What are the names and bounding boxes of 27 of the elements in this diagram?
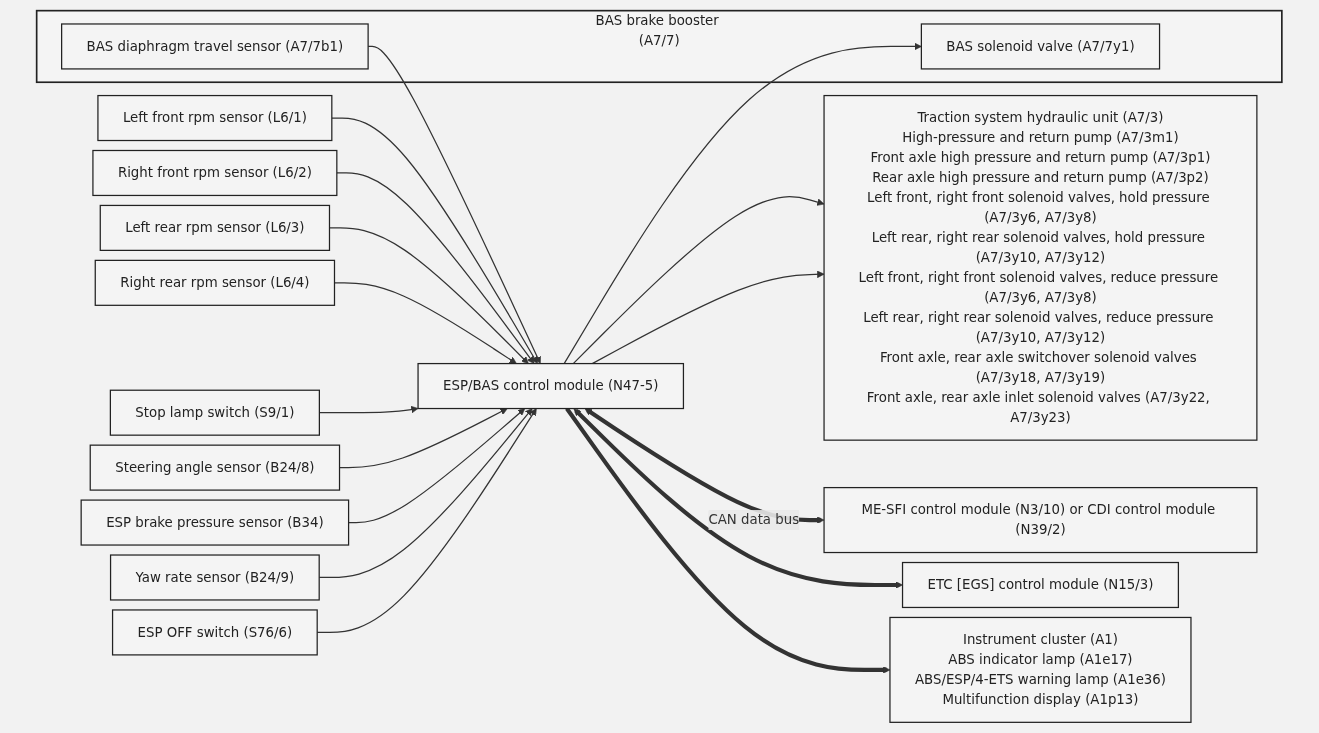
node-box: Right front rpm sensor (L6/2) <box>92 149 338 197</box>
arrow <box>331 117 539 364</box>
arrow <box>329 227 529 364</box>
node-box: ME-SFI control module (N3/10) or CDI control module (N39/2) <box>823 486 1258 554</box>
node-box: Steering angle sensor (B24/8) <box>89 444 341 491</box>
node-box: Yaw rate sensor (B24/9) <box>110 554 321 601</box>
node-box: ETC [EGS] control module (N15/3) <box>902 561 1180 609</box>
arrow <box>334 282 517 364</box>
node-box: ESP brake pressure sensor (B34) <box>80 499 350 546</box>
node-box: Left front rpm sensor (L6/1) <box>97 94 333 142</box>
arrow <box>348 408 526 524</box>
arrow <box>572 196 825 365</box>
arrow <box>319 405 419 414</box>
node-box: Traction system hydraulic unit (A7/3) High-pressure and return pump (A7/3m1) Front axle high pressure and return pump (A7/3p1) Rear axle high pressure and return pump (A7/3p2) Left front, right front solenoid valves, hold pressure (A7/3y6, A7/3y8) Left rear, right rear solenoid valves, hold pressure (A7/3y10, A7/3y12) Left front, right front solenoid valves, reduce pressure (A7/3y6, A7/3y8) Left rear, right rear solenoid valves, reduce pressure (A7/3y10, A7/3y12) Front axle, rear axle switchover solenoid valves (A7/3y18, A7/3y19) Front axle, rear axle inlet solenoid valves (A7/3y22, A7/3y23) <box>823 94 1258 441</box>
arrow <box>336 172 535 364</box>
arrow <box>339 408 508 469</box>
edge-label: CAN data bus <box>708 511 800 528</box>
node-box: Stop lamp switch (S9/1) <box>110 389 321 436</box>
node-box: Right rear rpm sensor (L6/4) <box>94 259 336 306</box>
arrow <box>563 42 922 365</box>
node-box: ESP/BAS control module (N47-5) <box>417 362 685 410</box>
arrow <box>591 270 825 365</box>
node-box: Instrument cluster (A1) ABS indicator lamp (A1e17) ABS/ESP/4-ETS warning lamp (A1e36) Multifunction display (A1p13) <box>889 616 1192 723</box>
node-box: ESP OFF switch (S76/6) <box>112 609 319 656</box>
node-box: BAS diaphragm travel sensor (A7/7b1) <box>61 23 369 70</box>
node-box: BAS solenoid valve (A7/7y1) <box>921 23 1161 70</box>
node-box: Left rear rpm sensor (L6/3) <box>99 204 331 251</box>
